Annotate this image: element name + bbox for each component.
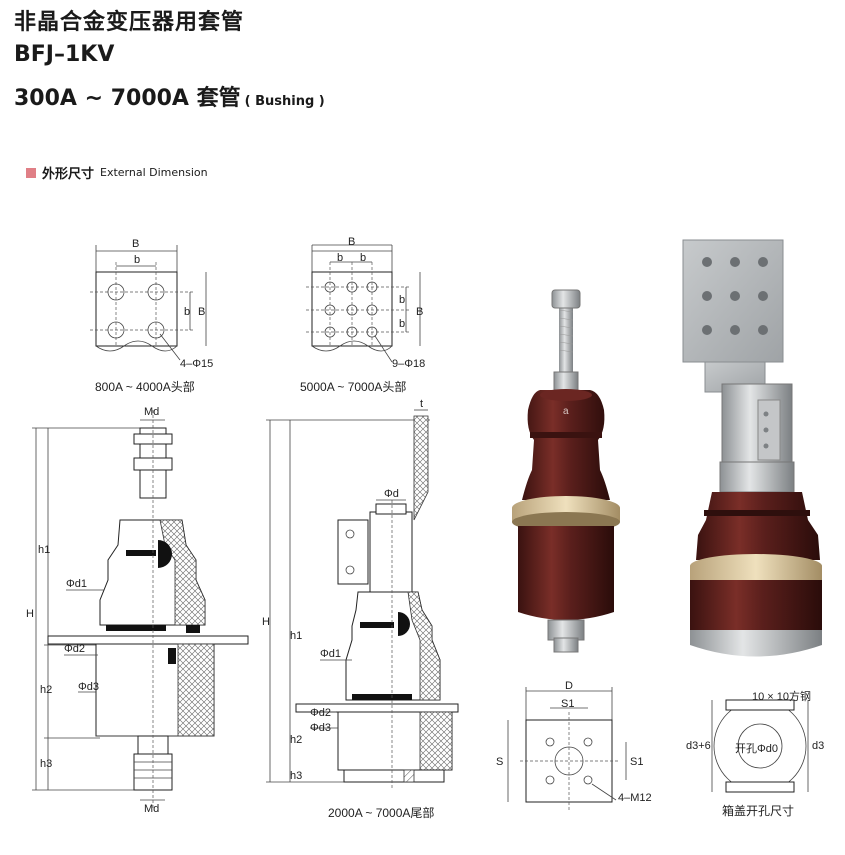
bushing-photo-large bbox=[682, 239, 822, 657]
photo-mark: a bbox=[563, 406, 569, 417]
label-h2: h2 bbox=[40, 684, 53, 696]
label-D: D bbox=[565, 680, 573, 692]
section-title-cn: 外形尺寸 bbox=[42, 167, 95, 182]
label-B: B bbox=[348, 236, 356, 248]
label-d: Φd bbox=[384, 488, 399, 500]
current-range: 300A ~ 7000A 套管 bbox=[14, 86, 241, 111]
label-B-side: B bbox=[198, 306, 206, 318]
bushing-drawing-right bbox=[266, 409, 459, 790]
label-d3: Φd3 bbox=[310, 722, 332, 734]
label-S1-side: S1 bbox=[630, 756, 644, 768]
bushing-drawing-left bbox=[32, 410, 249, 810]
current-range-title: 300A ~ 7000A 套管( Bushing ) bbox=[14, 80, 325, 112]
label-H: H bbox=[262, 616, 270, 628]
label-h2: h2 bbox=[290, 734, 303, 746]
label-B: B bbox=[132, 238, 140, 250]
label-b: b bbox=[337, 252, 344, 264]
label-steel: 10 × 10方钢 bbox=[752, 691, 812, 703]
label-h1: h1 bbox=[290, 630, 303, 642]
label-h3: h3 bbox=[40, 758, 53, 770]
section-heading: 外形尺寸 External Dimension bbox=[26, 163, 208, 182]
caption-head-large: 5000A ~ 7000A头部 bbox=[300, 380, 407, 394]
label-holes: 4–Φ15 bbox=[180, 358, 214, 370]
head-drawing-4-hole bbox=[90, 245, 207, 361]
label-b: b bbox=[360, 252, 367, 264]
caption-tail: 2000A ~ 7000A尾部 bbox=[328, 806, 435, 820]
label-b-side: b bbox=[184, 306, 191, 318]
label-Md-bottom: Md bbox=[144, 803, 160, 815]
flange-drawing bbox=[507, 687, 627, 810]
section-marker bbox=[26, 167, 36, 178]
caption-cutout: 箱盖开孔尺寸 bbox=[722, 804, 795, 818]
range-english: ( Bushing ) bbox=[244, 94, 325, 109]
label-t: t bbox=[420, 398, 424, 410]
label-d3-6: d3+6 bbox=[686, 740, 711, 752]
label-holes: 9–Φ18 bbox=[392, 358, 426, 370]
label-S1: S1 bbox=[561, 698, 575, 710]
caption-head-small: 800A ~ 4000A头部 bbox=[95, 380, 195, 394]
bushing-photo-small bbox=[512, 289, 620, 653]
section-title-en: External Dimension bbox=[100, 166, 208, 179]
head-drawing-9-hole bbox=[306, 244, 421, 363]
label-d2: Φd2 bbox=[310, 707, 332, 719]
label-d1: Φd1 bbox=[320, 648, 342, 660]
label-d2: Φd2 bbox=[64, 643, 86, 655]
label-d1: Φd1 bbox=[66, 578, 88, 590]
label-d0: 开孔Φd0 bbox=[735, 743, 779, 755]
label-b: b bbox=[134, 254, 141, 266]
page-title: 非晶合金变压器用套管 bbox=[14, 10, 245, 35]
label-h1: h1 bbox=[38, 544, 51, 556]
label-b-side: b bbox=[399, 318, 406, 330]
label-bolts: 4–M12 bbox=[618, 792, 652, 804]
label-Md-top: Md bbox=[144, 406, 160, 418]
label-h3: h3 bbox=[290, 770, 303, 782]
label-d3: d3 bbox=[812, 740, 825, 752]
label-S: S bbox=[496, 756, 504, 768]
label-d3: Φd3 bbox=[78, 681, 100, 693]
cutout-drawing bbox=[711, 699, 809, 793]
label-B-side: B bbox=[416, 306, 424, 318]
label-b-side: b bbox=[399, 294, 406, 306]
model-number: BFJ–1KV bbox=[14, 42, 115, 67]
label-H: H bbox=[26, 608, 34, 620]
